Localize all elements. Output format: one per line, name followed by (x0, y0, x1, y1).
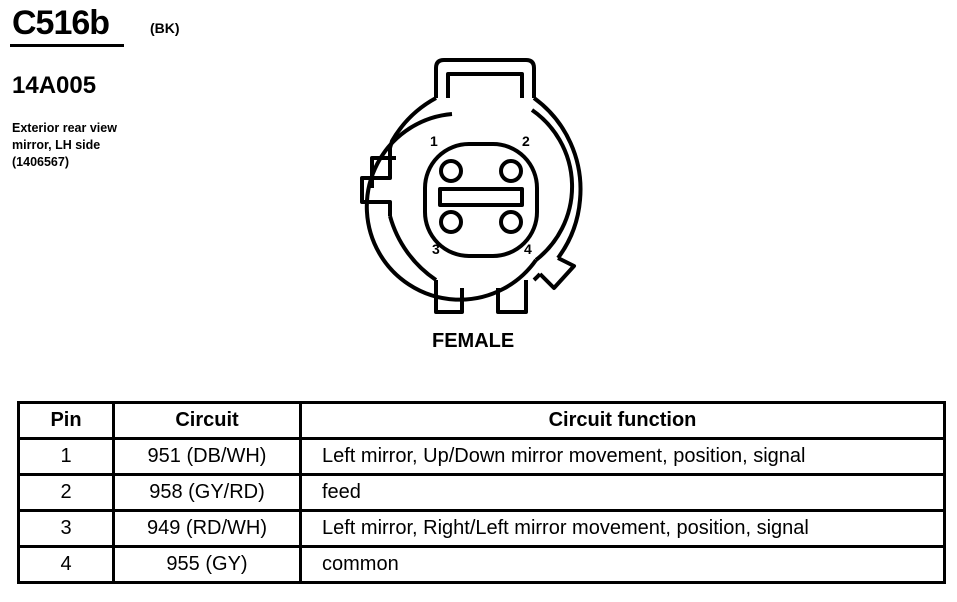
pin-cell: 3 (17, 509, 115, 548)
circuit-cell: 955 (GY) (112, 545, 302, 584)
terminal-3 (439, 210, 463, 234)
description-line: (1406567) (12, 155, 69, 169)
pin-cell: 1 (17, 437, 115, 476)
description-line: mirror, LH side (12, 138, 101, 152)
pin-cell: 4 (17, 545, 115, 584)
function-cell: Left mirror, Up/Down mirror movement, po… (299, 437, 946, 476)
header-circuit-function: Circuit function (299, 401, 946, 440)
function-cell: Left mirror, Right/Left mirror movement,… (299, 509, 946, 548)
connector-id: C516b (12, 4, 110, 42)
terminal-4 (499, 210, 523, 234)
part-number: 14A005 (12, 72, 97, 99)
connector-id-underline (10, 44, 124, 47)
table-header-row: Pin Circuit Circuit function (17, 401, 946, 440)
pin-block (423, 142, 539, 258)
table-row: 2 958 (GY/RD) feed (17, 473, 946, 512)
bottom-tab-right (496, 280, 528, 314)
pin-cell: 2 (17, 473, 115, 512)
connector-right-key (538, 256, 576, 290)
circuit-cell: 951 (DB/WH) (112, 437, 302, 476)
header-circuit: Circuit (112, 401, 302, 440)
pinout-table: Pin Circuit Circuit function 1 951 (DB/W… (17, 401, 946, 584)
pin-number-label: 2 (522, 133, 530, 149)
pin-number-label: 3 (432, 241, 440, 257)
table-row: 1 951 (DB/WH) Left mirror, Up/Down mirro… (17, 437, 946, 476)
connector-latch (434, 58, 536, 98)
connector-latch-inner (446, 72, 524, 98)
bottom-tab-left (434, 280, 464, 314)
component-description: Exterior rear view mirror, LH side (1406… (12, 120, 117, 171)
connector-color: (BK) (150, 20, 180, 36)
gender-label: FEMALE (432, 330, 515, 352)
connector-left-key (360, 148, 392, 216)
table-row: 3 949 (RD/WH) Left mirror, Right/Left mi… (17, 509, 946, 548)
table-row: 4 955 (GY) common (17, 545, 946, 584)
terminal-1 (439, 159, 463, 183)
circuit-cell: 958 (GY/RD) (112, 473, 302, 512)
function-cell: common (299, 545, 946, 584)
header-pin: Pin (17, 401, 115, 440)
description-line: Exterior rear view (12, 121, 117, 135)
pin-number-label: 1 (430, 133, 438, 149)
terminal-2 (499, 159, 523, 183)
connector-shell-inner (364, 112, 538, 302)
pin-number-label: 4 (524, 241, 532, 257)
center-bar (438, 187, 524, 207)
circuit-cell: 949 (RD/WH) (112, 509, 302, 548)
function-cell: feed (299, 473, 946, 512)
connector-face-icon: 1 2 3 4 (360, 58, 583, 314)
